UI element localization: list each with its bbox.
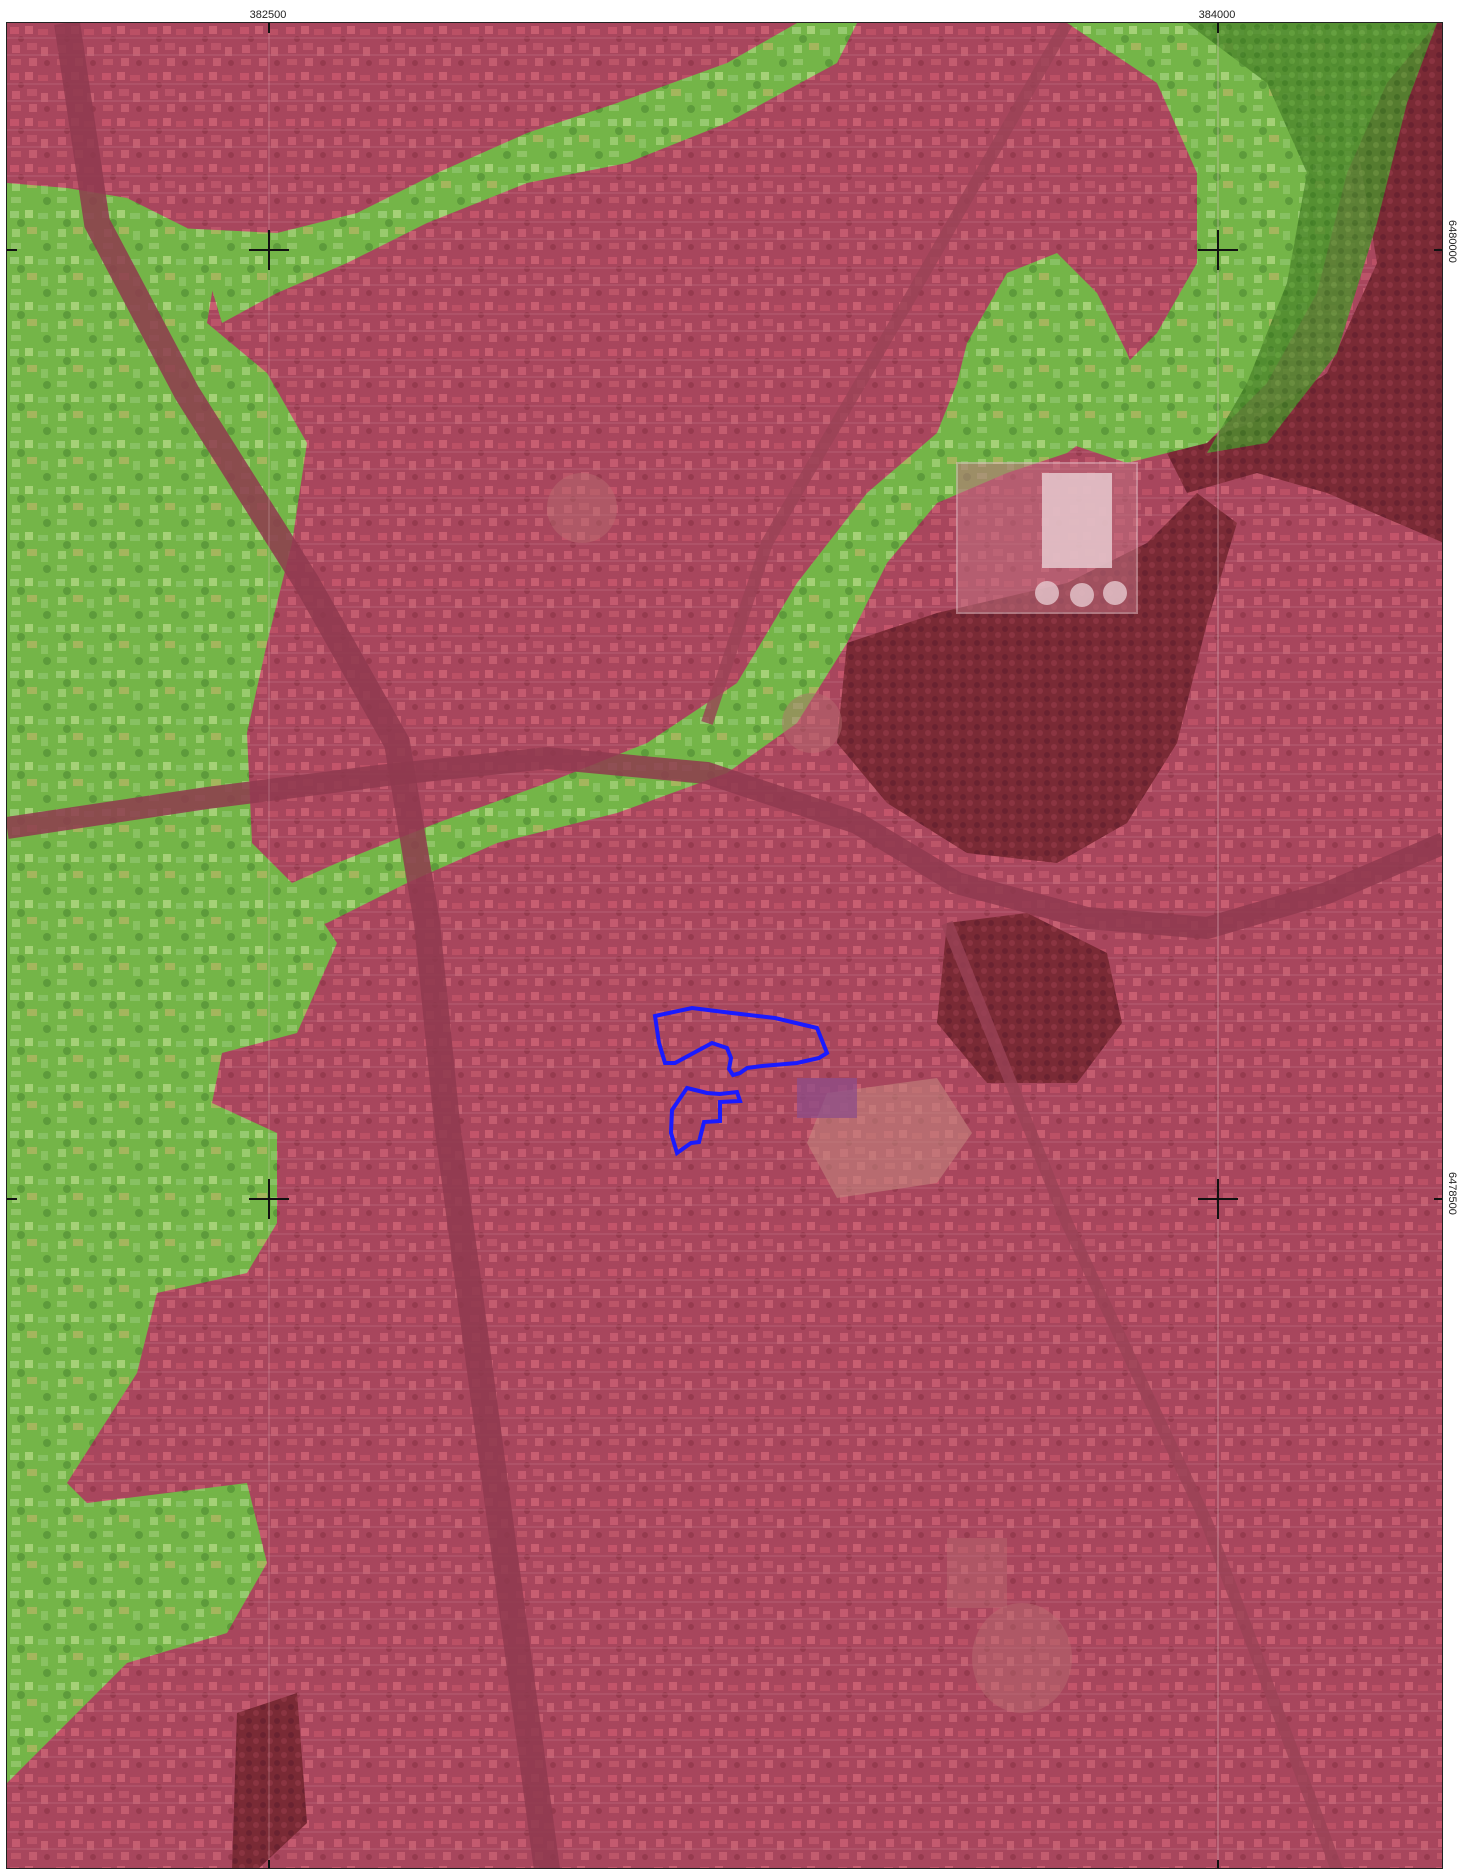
easting-label-382500: 382500 — [249, 9, 287, 21]
crosshair-mark-se — [1198, 1179, 1238, 1219]
facility-building — [1042, 473, 1112, 568]
crosshair-mark-ne — [1198, 230, 1238, 270]
low-zone-north-band — [177, 23, 857, 323]
highway-east-west — [7, 746, 1442, 940]
site-boundary-north[interactable] — [652, 1005, 830, 1078]
low-zone-west — [7, 183, 337, 1783]
bushland-southwest — [232, 1693, 307, 1868]
map-canvas[interactable] — [7, 23, 1443, 1869]
bushland-east-small — [937, 913, 1122, 1083]
facility-tank-3 — [1103, 581, 1127, 605]
park-field-south — [947, 1538, 1007, 1608]
map-frame[interactable] — [6, 22, 1443, 1869]
school-building-purple — [797, 1078, 857, 1118]
arterial-road-southeast — [941, 920, 1343, 1868]
park-north — [547, 473, 617, 543]
facility-tank-2 — [1070, 583, 1094, 607]
highway-north-south — [54, 23, 560, 1868]
facility-tank-1 — [1035, 581, 1059, 605]
site-boundary-south[interactable] — [668, 1085, 743, 1157]
easting-label-384000: 384000 — [1198, 9, 1236, 21]
northing-label-6478500: 6478500 — [1446, 1172, 1458, 1215]
northing-label-6480000: 6480000 — [1446, 220, 1458, 263]
arterial-road-northeast — [701, 23, 1073, 725]
park-oval-south — [972, 1603, 1072, 1713]
low-zone-central-band — [247, 253, 1147, 943]
frame-ticks — [7, 23, 1442, 1868]
crosshair-mark-sw — [249, 1179, 289, 1219]
crosshair-mark-nw — [249, 230, 289, 270]
park-central — [782, 693, 842, 753]
low-zone-northeast-bush — [1187, 23, 1437, 453]
